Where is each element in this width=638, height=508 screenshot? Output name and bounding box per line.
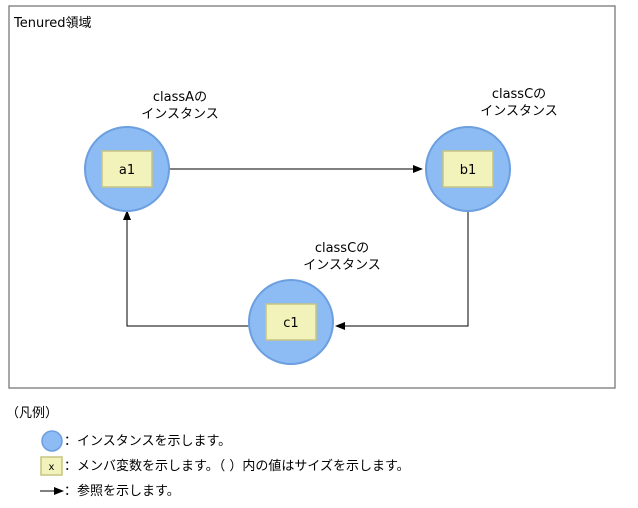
legend-member-icon <box>40 456 63 476</box>
instance-type-label: インスタンス <box>141 107 218 122</box>
member-variable-label: b1 <box>460 163 477 178</box>
instance-type-label: インスタンス <box>480 104 557 119</box>
instance-a1: classAの インスタンス a1 <box>84 90 219 212</box>
reference-arrow-c1-to-a1 <box>123 210 250 327</box>
member-variable-box <box>442 150 494 188</box>
region-title: Tenured領域 <box>13 15 92 31</box>
legend-member-symbol: x <box>49 462 55 473</box>
legend-member-text: ：メンバ変数を示します。（ ）内の値はサイズを示します。 <box>64 458 410 474</box>
instance-b1: classCの インスタンス b1 <box>425 87 558 212</box>
instance-class-label: classAの <box>153 90 207 105</box>
member-variable-label: a1 <box>119 163 135 178</box>
legend: （凡例） ：インスタンスを示します。 x ：メンバ変数を示します。（ ）内の値は… <box>6 406 410 499</box>
member-variable-box <box>265 303 317 341</box>
legend-reference-text: ：参照を示します。 <box>64 483 180 499</box>
instance-c1: classCの インスタンス c1 <box>248 241 381 365</box>
legend-instance-text: ：インスタンスを示します。 <box>64 434 231 449</box>
legend-instance-icon <box>41 430 63 452</box>
legend-title: （凡例） <box>6 406 58 421</box>
instance-class-label: classCの <box>315 241 369 256</box>
reference-arrow-b1-to-c1 <box>335 210 469 330</box>
instance-class-label: classCの <box>492 87 546 102</box>
member-variable-box <box>101 150 153 188</box>
instance-type-label: インスタンス <box>303 258 380 273</box>
member-variable-label: c1 <box>283 316 298 331</box>
